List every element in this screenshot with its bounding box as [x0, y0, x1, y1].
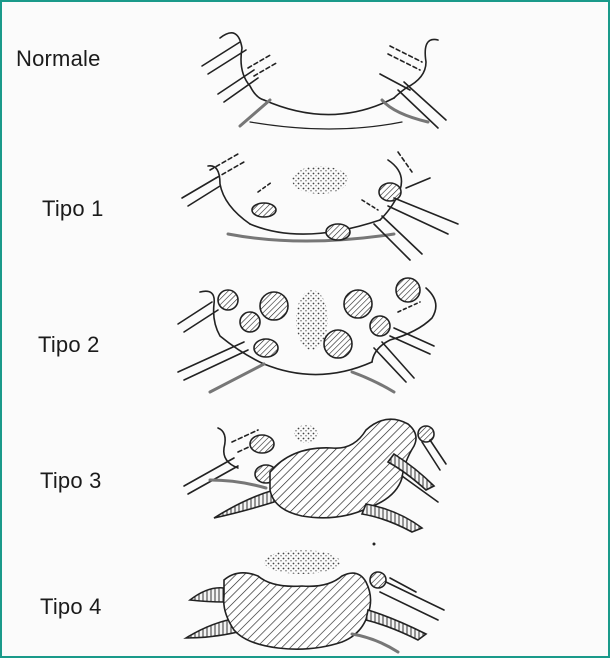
diagram-tipo-4	[186, 543, 444, 653]
diagram-tipo-2	[178, 278, 436, 392]
diagram-normale	[202, 33, 446, 129]
diagram-tipo-1	[182, 152, 458, 260]
diagram-tipo-3	[184, 419, 446, 532]
